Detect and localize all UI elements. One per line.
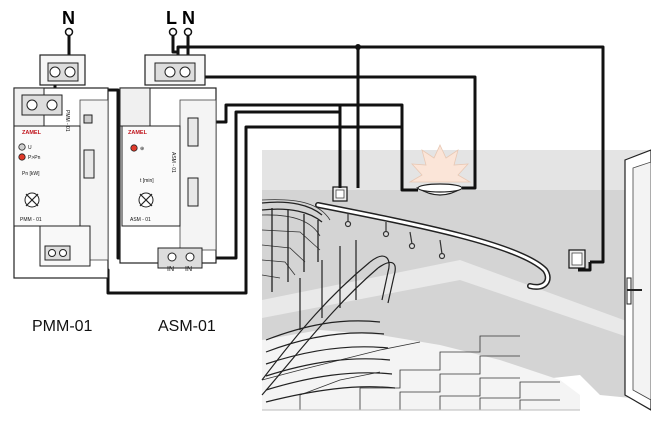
asm-caption: ASM-01 <box>158 318 216 335</box>
asm-top-terminals <box>154 62 196 82</box>
junction-dot <box>355 44 361 50</box>
asm-model: ASM - 01 <box>130 217 151 223</box>
terminal-label-pmm-n: N <box>62 8 75 28</box>
pmm-top-terminals <box>21 62 79 116</box>
wall-handrail <box>315 202 551 290</box>
stairwell-scene <box>261 144 651 411</box>
pmm-device: ZAMEL U P>Pn Pn [kW] PMM - 01 PMM - 01 <box>13 54 109 279</box>
asm-in-right: IN <box>185 266 192 273</box>
asm-knob-label: t [min] <box>140 178 154 184</box>
pmm-led-p <box>18 153 26 161</box>
asm-led <box>130 144 138 152</box>
upper-balustrade <box>261 201 323 292</box>
pmm-caption: PMM-01 <box>32 318 93 335</box>
asm-bottom-terminals <box>157 247 203 269</box>
staircase <box>261 330 580 411</box>
asm-brand: ZAMEL <box>128 130 148 136</box>
pmm-led-u-label: U <box>28 145 32 151</box>
push-button-lower <box>568 249 586 269</box>
asm-relay-icon: ⊕ <box>140 146 144 152</box>
push-button-upper <box>332 186 348 202</box>
asm-in-left: IN <box>167 266 174 273</box>
terminal-label-asm-n: N <box>182 8 195 28</box>
pmm-knob-icon <box>24 192 40 208</box>
asm-side-label: ASM - 01 <box>170 152 176 173</box>
pmm-side-label: PMM - 01 <box>64 110 70 132</box>
pmm-knob-label: Pn [kW] <box>22 171 40 177</box>
pmm-model: PMM - 01 <box>20 217 42 223</box>
floor-highlight <box>262 260 651 345</box>
pmm-led-u <box>18 143 26 151</box>
door <box>624 149 651 411</box>
asm-knob-icon <box>138 192 154 208</box>
ceiling-lamp-icon <box>408 144 472 196</box>
pmm-brand: ZAMEL <box>22 130 42 136</box>
pmm-led-p-label: P>Pn <box>28 155 41 161</box>
terminal-label-asm-l: L <box>166 8 177 28</box>
lower-balustrade <box>261 240 396 403</box>
asm-device: ZAMEL ⊕ t [min] ASM - 01 ASM - 01 IN IN <box>119 54 217 273</box>
